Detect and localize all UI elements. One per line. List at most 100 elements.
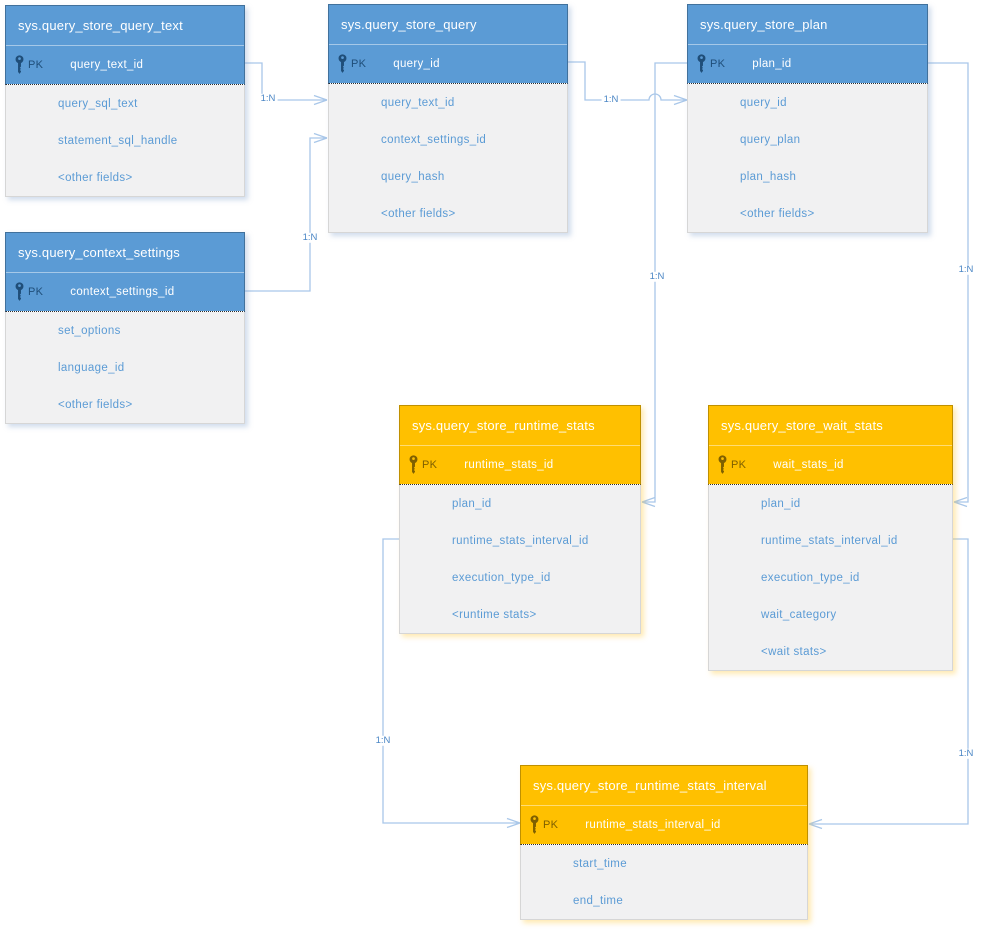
table-field: query_id [740, 96, 787, 109]
cardinality-label: 1:N [956, 747, 976, 760]
entity-field-list: plan_id runtime_stats_interval_id executio… [708, 485, 953, 671]
pk-row: PK wait_stats_id [709, 445, 952, 484]
table-field: plan_id [761, 497, 801, 510]
pk-row: PK query_id [329, 44, 567, 83]
entity-field-list: query_id query_plan plan_hash <other fields… [687, 84, 928, 233]
key-icon [715, 454, 729, 476]
table-field: set_options [58, 324, 121, 337]
key-icon [335, 53, 349, 75]
pk-field-name: query_text_id [70, 59, 144, 71]
pk-row: PK runtime_stats_id [400, 445, 640, 484]
connector-arrow [953, 496, 968, 508]
pk-badge: PK [28, 59, 44, 71]
entity-field-list: query_text_id context_settings_id query_ha… [328, 84, 568, 233]
connector-line [382, 538, 520, 824]
table-title: sys.query_store_query [329, 5, 567, 44]
key-icon [12, 54, 26, 76]
connector-line [928, 62, 969, 503]
pk-field-name: runtime_stats_interval_id [585, 819, 721, 831]
table-field: plan_id [452, 497, 492, 510]
table-title: sys.query_store_runtime_stats_interval [521, 766, 807, 805]
pk-field-name: plan_id [752, 58, 792, 70]
connector-arrow [673, 94, 688, 106]
pk-badge: PK [731, 459, 747, 471]
table-field: <runtime stats> [452, 608, 537, 621]
cardinality-label: 1:N [373, 734, 393, 747]
pk-row: PK context_settings_id [6, 272, 244, 311]
key-icon [694, 53, 708, 75]
table-title: sys.query_store_query_text [6, 6, 244, 45]
table-field: language_id [58, 361, 125, 374]
table-field: query_hash [381, 170, 445, 183]
cardinality-label: 1:N [647, 270, 667, 283]
table-field: <other fields> [58, 398, 133, 411]
pk-badge: PK [351, 58, 367, 70]
pk-badge: PK [710, 58, 726, 70]
table-field: execution_type_id [452, 571, 551, 584]
table-field: statement_sql_handle [58, 134, 178, 147]
pk-badge: PK [543, 819, 559, 831]
table-field: context_settings_id [381, 133, 487, 146]
table-field: end_time [573, 894, 624, 907]
pk-badge: PK [422, 459, 438, 471]
table-field: plan_hash [740, 170, 797, 183]
table-field: execution_type_id [761, 571, 860, 584]
table-field: query_text_id [381, 96, 455, 109]
key-icon [527, 814, 541, 836]
pk-row: PK plan_id [688, 44, 927, 83]
connector-arrow [313, 94, 328, 106]
key-icon [406, 454, 420, 476]
table-field: <other fields> [381, 207, 456, 220]
pk-row: PK query_text_id [6, 45, 244, 84]
cardinality-label: 1:N [300, 231, 320, 244]
entity-field-list: query_sql_text statement_sql_handle <other… [5, 85, 245, 197]
connector-arrow [641, 496, 656, 508]
connector-line [809, 538, 969, 825]
pk-row: PK runtime_stats_interval_id [521, 805, 807, 844]
cardinality-label: 1:N [601, 93, 621, 106]
table-field: wait_category [761, 608, 837, 621]
table-field: runtime_stats_interval_id [452, 534, 589, 547]
key-icon [12, 281, 26, 303]
table-title: sys.query_store_wait_stats [709, 406, 952, 445]
pk-field-name: query_id [393, 58, 440, 70]
cardinality-label: 1:N [956, 263, 976, 276]
cardinality-label: 1:N [258, 92, 278, 105]
pk-field-name: wait_stats_id [773, 459, 844, 471]
table-field: <wait stats> [761, 645, 827, 658]
pk-badge: PK [28, 286, 44, 298]
pk-field-name: context_settings_id [70, 286, 175, 298]
table-field: query_plan [740, 133, 801, 146]
table-field: query_sql_text [58, 97, 138, 110]
entity-field-list: plan_id runtime_stats_interval_id executio… [399, 485, 641, 634]
entity-field-list: set_options language_id <other fields> [5, 312, 245, 424]
connector-line [245, 62, 327, 101]
connector-arrow [808, 818, 823, 830]
pk-field-name: runtime_stats_id [464, 459, 554, 471]
connector-line [245, 137, 327, 292]
connector-line [568, 61, 687, 101]
table-field: runtime_stats_interval_id [761, 534, 898, 547]
connector-arrow [313, 132, 328, 144]
connector-arrow [506, 817, 521, 829]
table-title: sys.query_context_settings [6, 233, 244, 272]
table-field: <other fields> [740, 207, 815, 220]
table-field: <other fields> [58, 171, 133, 184]
table-title: sys.query_store_plan [688, 5, 927, 44]
